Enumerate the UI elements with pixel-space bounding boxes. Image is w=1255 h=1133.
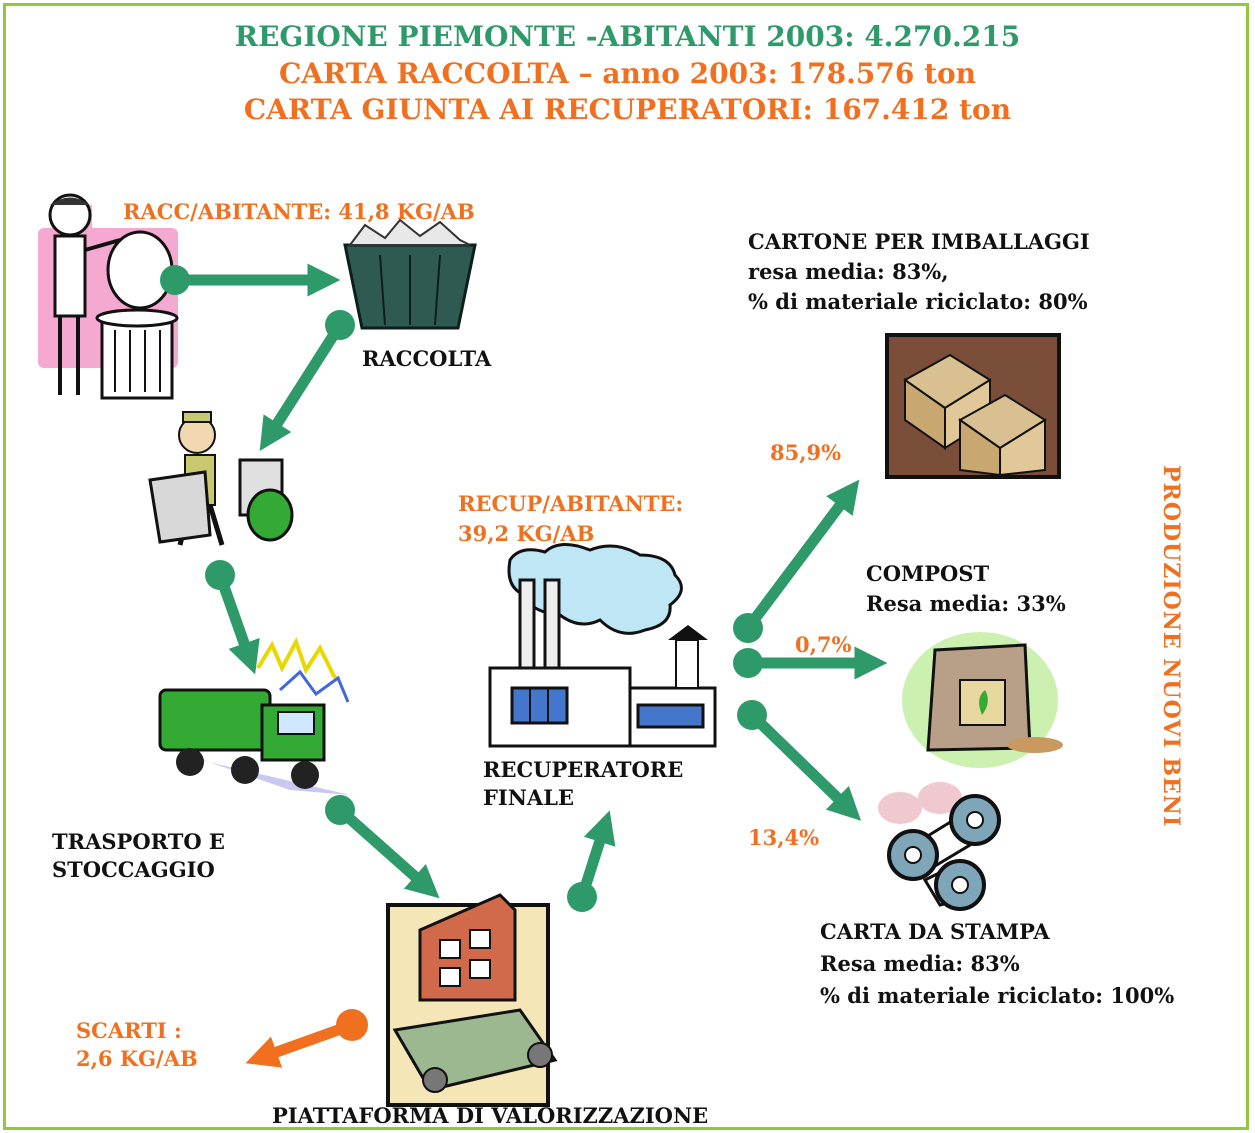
compost-title: COMPOST [866, 561, 990, 586]
trash-bin-icon [343, 218, 477, 330]
factory-icon [488, 543, 717, 748]
piattaforma-label: PIATTAFORMA DI VALORIZZAZIONE [272, 1103, 709, 1128]
cartone-title: CARTONE PER IMBALLAGGI [748, 229, 1090, 254]
printing-rollers-icon [878, 782, 1001, 911]
arrow-worker-to-truck [205, 560, 260, 675]
carta-stampa-percentage: 13,4% [748, 825, 820, 850]
recycling-platform-icon [386, 893, 558, 1107]
recuperatore-label-line2: FINALE [483, 785, 574, 810]
arrow-truck-to-platform [325, 795, 440, 899]
scarti-label-line1: SCARTI : [76, 1018, 182, 1043]
carta-stampa-riciclato: % di materiale riciclato: 100% [820, 983, 1175, 1008]
trasporto-label-line2: STOCCAGGIO [52, 857, 215, 882]
cardboard-boxes-icon [885, 333, 1061, 479]
arrow-woman-to-raccolta [160, 263, 341, 297]
recuperatore-label-line1: RECUPERATORE [483, 757, 684, 782]
header-title-collected: CARTA RACCOLTA – anno 2003: 178.576 ton [278, 57, 977, 90]
arrow-to-compost [733, 646, 888, 680]
recup-per-capita-label-line2: 39,2 KG/AB [458, 521, 595, 546]
diagram-frame [3, 3, 1249, 1130]
produzione-nuovi-beni-label: PRODUZIONE NUOVI BENI [1158, 464, 1184, 828]
cartone-resa: resa media: 83%, [748, 259, 949, 284]
scarti-label-line2: 2,6 KG/AB [76, 1046, 198, 1071]
garbage-truck-icon [158, 637, 350, 795]
compost-bag-icon [902, 632, 1063, 768]
carta-stampa-title: CARTA DA STAMPA [820, 919, 1050, 944]
compost-percentage: 0,7% [795, 632, 852, 657]
racc-per-capita-label: RACC/ABITANTE: 41,8 KG/AB [123, 199, 475, 224]
cartone-riciclato: % di materiale riciclato: 80% [748, 289, 1088, 314]
cartone-percentage: 85,9% [770, 440, 842, 465]
carta-stampa-resa: Resa media: 83% [820, 951, 1020, 976]
header-title-inhabitants: REGIONE PIEMONTE -ABITANTI 2003: 4.270.2… [234, 20, 1021, 53]
arrow-to-carta-stampa [737, 700, 862, 821]
arrow-to-cartone [733, 479, 860, 643]
waste-worker-icon [148, 411, 294, 546]
trasporto-label-line1: TRASPORTO E [52, 829, 225, 854]
arrow-raccolta-to-worker [259, 310, 355, 451]
raccolta-label: RACCOLTA [362, 346, 492, 371]
arrow-platform-to-scarti [245, 1009, 368, 1068]
header-title-recovered: CARTA GIUNTA AI RECUPERATORI: 167.412 to… [243, 93, 1012, 126]
compost-resa: Resa media: 33% [866, 591, 1066, 616]
woman-with-trash-icon [38, 193, 179, 400]
recup-per-capita-label-line1: RECUP/ABITANTE: [458, 491, 684, 516]
arrow-platform-to-recuperatore [567, 810, 616, 912]
